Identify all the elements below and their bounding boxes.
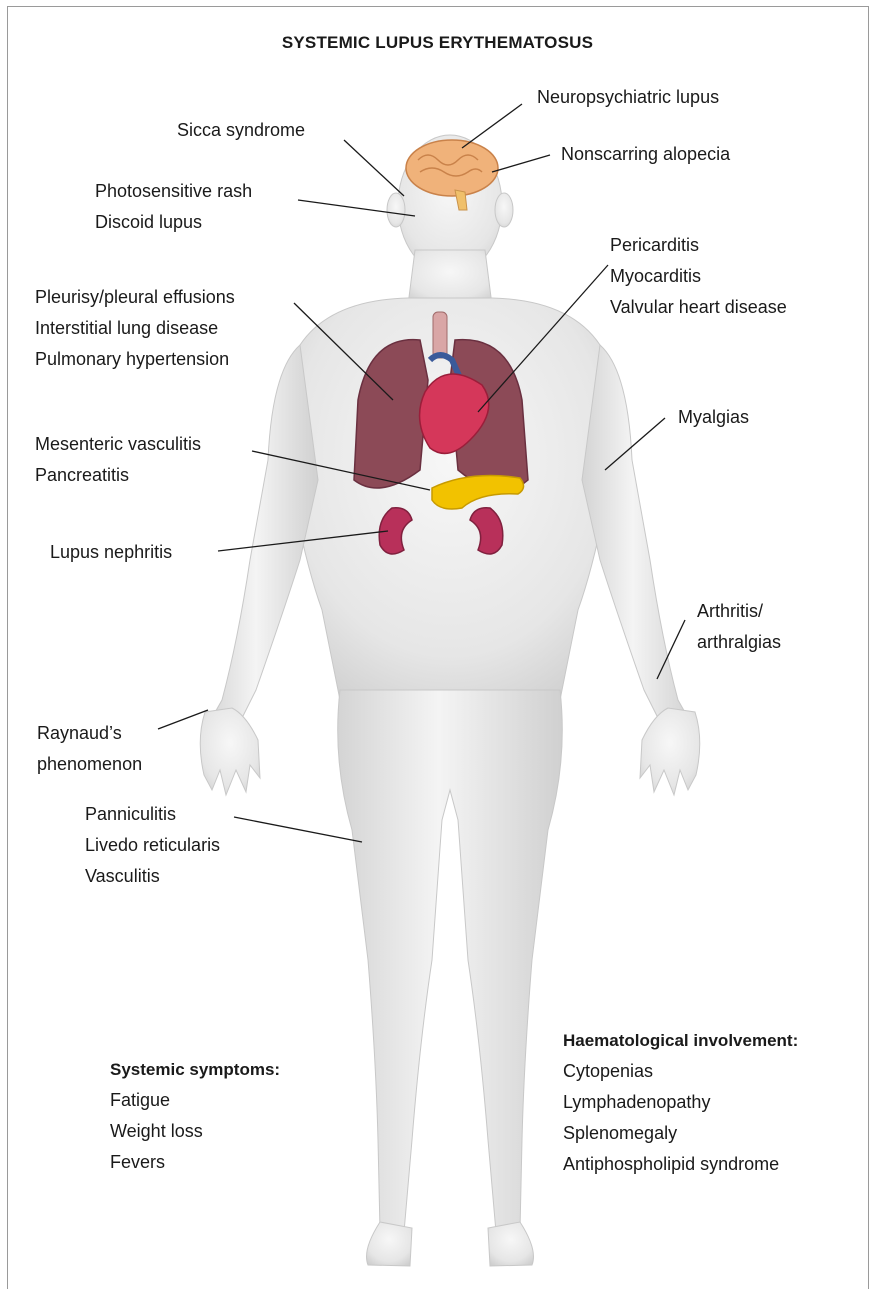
list-item: Fevers xyxy=(110,1147,280,1178)
list-item: Lymphadenopathy xyxy=(563,1087,798,1118)
label-line: Pericarditis xyxy=(610,230,787,261)
label-renal: Lupus nephritis xyxy=(50,537,172,568)
label-line: Myocarditis xyxy=(610,261,787,292)
label-panniculitis: Panniculitis Livedo reticularis Vasculit… xyxy=(85,799,220,892)
label-line: Mesenteric vasculitis xyxy=(35,429,201,460)
label-line: Panniculitis xyxy=(85,799,220,830)
label-line: Sicca syndrome xyxy=(177,115,305,146)
label-line: Valvular heart disease xyxy=(610,292,787,323)
trachea xyxy=(433,312,447,358)
label-line: Pulmonary hypertension xyxy=(35,344,235,375)
list-item: Weight loss xyxy=(110,1116,280,1147)
label-sicca: Sicca syndrome xyxy=(177,115,305,146)
label-line: Arthritis/ xyxy=(697,596,781,627)
label-line: Livedo reticularis xyxy=(85,830,220,861)
label-line: Photosensitive rash xyxy=(95,176,252,207)
label-arthritis: Arthritis/ arthralgias xyxy=(697,596,781,658)
label-line: Pleurisy/pleural effusions xyxy=(35,282,235,313)
list-item: Fatigue xyxy=(110,1085,280,1116)
label-line: arthralgias xyxy=(697,627,781,658)
label-cardiac: Pericarditis Myocarditis Valvular heart … xyxy=(610,230,787,323)
label-line: Interstitial lung disease xyxy=(35,313,235,344)
list-item: Cytopenias xyxy=(563,1056,798,1087)
label-line: Pancreatitis xyxy=(35,460,201,491)
label-line: Myalgias xyxy=(678,402,749,433)
list-item: Antiphospholipid syndrome xyxy=(563,1149,798,1180)
label-line: Lupus nephritis xyxy=(50,537,172,568)
label-line: Discoid lupus xyxy=(95,207,252,238)
label-alopecia: Nonscarring alopecia xyxy=(561,139,730,170)
diagram-title: SYSTEMIC LUPUS ERYTHEMATOSUS xyxy=(0,33,875,53)
label-neuropsychiatric: Neuropsychiatric lupus xyxy=(537,82,719,113)
label-myalgias: Myalgias xyxy=(678,402,749,433)
label-gi: Mesenteric vasculitis Pancreatitis xyxy=(35,429,201,491)
label-pulmonary: Pleurisy/pleural effusions Interstitial … xyxy=(35,282,235,375)
haem-heading: Haematological involvement: xyxy=(563,1025,798,1056)
haematological-box: Haematological involvement: Cytopenias L… xyxy=(563,1025,798,1180)
label-line: Neuropsychiatric lupus xyxy=(537,82,719,113)
label-raynaud: Raynaud’s phenomenon xyxy=(37,718,142,780)
label-line: Nonscarring alopecia xyxy=(561,139,730,170)
label-line: Vasculitis xyxy=(85,861,220,892)
label-skin: Photosensitive rash Discoid lupus xyxy=(95,176,252,238)
systemic-symptoms-box: Systemic symptoms: Fatigue Weight loss F… xyxy=(110,1054,280,1178)
label-line: Raynaud’s xyxy=(37,718,142,749)
label-line: phenomenon xyxy=(37,749,142,780)
list-item: Splenomegaly xyxy=(563,1118,798,1149)
systemic-heading: Systemic symptoms: xyxy=(110,1054,280,1085)
